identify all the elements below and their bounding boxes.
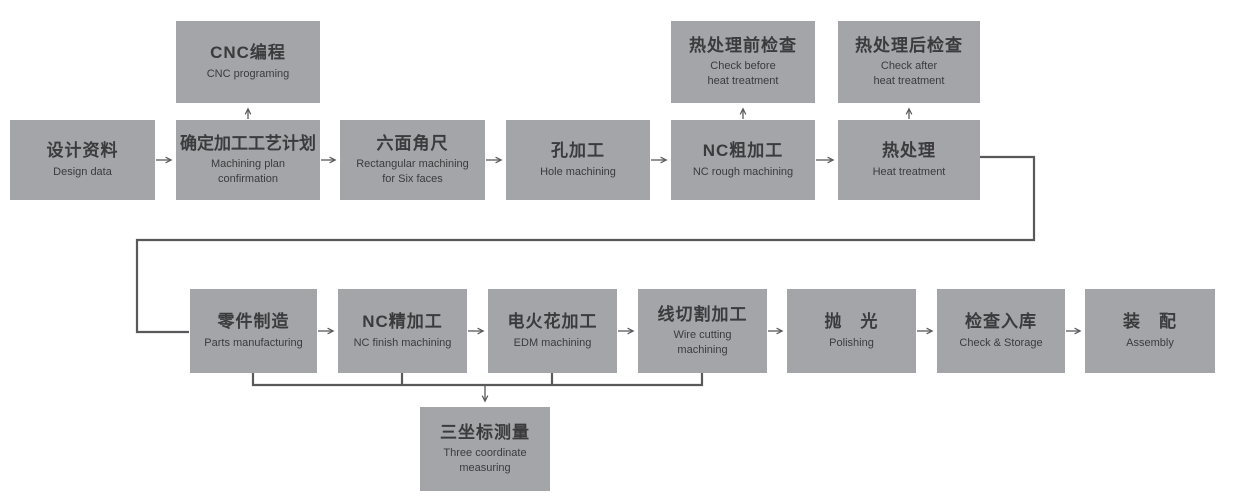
node-title: NC精加工 <box>362 312 443 332</box>
node-heat-treatment: 热处理 Heat treatment <box>838 120 980 200</box>
node-subtitle: Parts manufacturing <box>204 336 303 349</box>
node-subtitle: NC rough machining <box>692 165 794 178</box>
node-subtitle: Assembly <box>1126 336 1174 349</box>
node-six-faces: 六面角尺 Rectangular machining for Six faces <box>340 120 485 200</box>
node-subtitle: Check & Storage <box>959 336 1043 349</box>
node-nc-finish: NC精加工 NC finish machining <box>338 289 467 373</box>
node-title: 热处理前检查 <box>689 35 797 55</box>
node-subtitle: Three coordinate measuring <box>443 447 527 474</box>
node-cnc-programming: CNC编程 CNC programing <box>176 21 320 103</box>
node-assembly: 装 配 Assembly <box>1085 289 1215 373</box>
measuring-bus <box>251 373 704 387</box>
node-check-after-heat: 热处理后检查 Check after heat treatment <box>838 21 980 103</box>
node-subtitle: Rectangular machining for Six faces <box>356 158 469 185</box>
node-subtitle: Wire cutting machining <box>673 329 732 356</box>
node-title: 线切割加工 <box>657 304 748 324</box>
node-subtitle: Design data <box>53 165 112 178</box>
node-subtitle: Machining plan confirmation <box>211 158 285 185</box>
node-hole-machining: 孔加工 Hole machining <box>506 120 650 200</box>
node-title: 抛 光 <box>824 312 879 332</box>
node-subtitle: Heat treatment <box>872 165 946 178</box>
node-check-before-heat: 热处理前检查 Check before heat treatment <box>671 21 815 103</box>
node-title: 六面角尺 <box>376 133 449 153</box>
node-nc-rough: NC粗加工 NC rough machining <box>671 120 815 200</box>
node-title: 三坐标测量 <box>440 422 530 442</box>
node-check-storage: 检查入库 Check & Storage <box>937 289 1065 373</box>
node-title: NC粗加工 <box>702 141 784 161</box>
node-subtitle: Check before heat treatment <box>707 60 779 87</box>
node-subtitle: Hole machining <box>540 165 616 178</box>
node-title: 热处理 <box>882 141 936 161</box>
node-title: 电火花加工 <box>507 312 598 332</box>
node-polishing: 抛 光 Polishing <box>787 289 916 373</box>
node-title: 设计资料 <box>46 141 119 161</box>
node-design-data: 设计资料 Design data <box>10 120 155 200</box>
node-machining-plan: 确定加工工艺计划 Machining plan confirmation <box>176 120 320 200</box>
node-subtitle: CNC programing <box>206 67 290 80</box>
node-subtitle: Check after heat treatment <box>873 60 945 87</box>
node-title: 确定加工工艺计划 <box>180 133 316 153</box>
node-title: 热处理后检查 <box>855 35 963 55</box>
node-title: 装 配 <box>1123 312 1177 332</box>
node-title: 孔加工 <box>551 141 605 161</box>
node-subtitle: NC finish machining <box>353 336 452 349</box>
node-title: CNC编程 <box>210 43 286 63</box>
node-wire-cutting: 线切割加工 Wire cutting machining <box>638 289 767 373</box>
node-title: 零件制造 <box>217 312 290 332</box>
node-parts-manufacturing: 零件制造 Parts manufacturing <box>190 289 317 373</box>
node-subtitle: Polishing <box>829 336 874 349</box>
node-three-coordinate: 三坐标测量 Three coordinate measuring <box>420 407 550 491</box>
node-edm: 电火花加工 EDM machining <box>488 289 617 373</box>
node-subtitle: EDM machining <box>513 336 592 349</box>
node-title: 检查入库 <box>965 312 1037 332</box>
